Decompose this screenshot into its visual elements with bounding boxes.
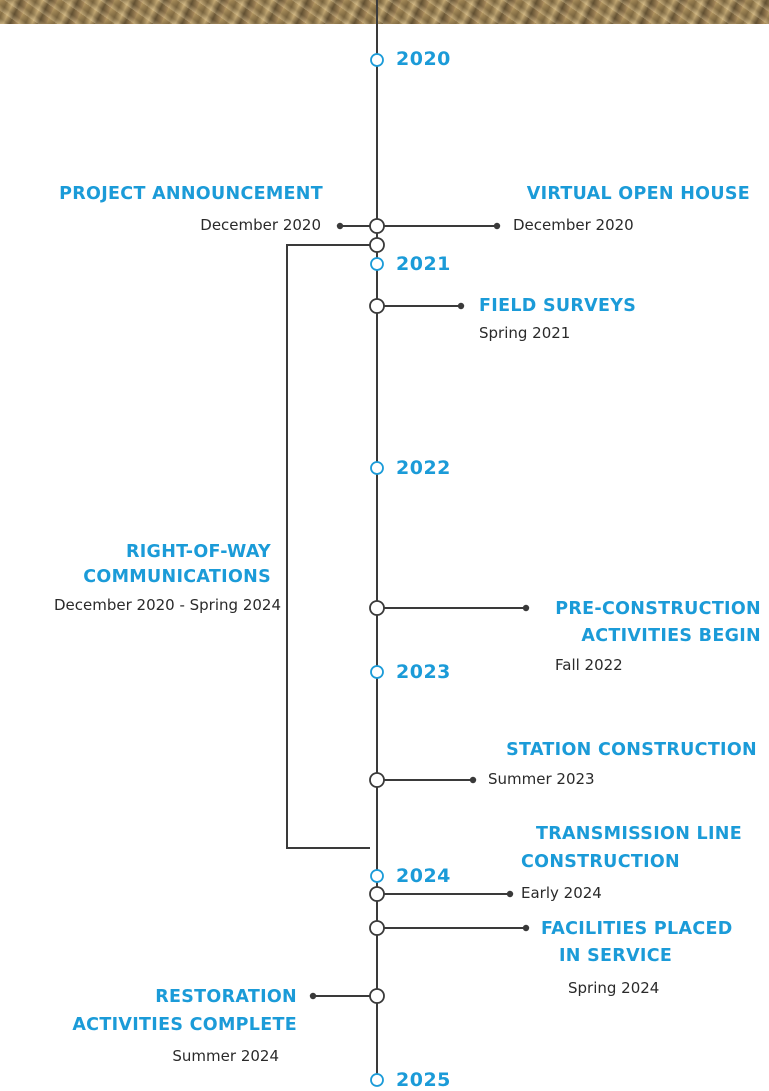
year-marker-2024 bbox=[370, 869, 384, 883]
year-marker-2025 bbox=[370, 1073, 384, 1087]
event-date-virtual-open-house: December 2020 bbox=[513, 216, 634, 234]
event-node-field-surveys bbox=[369, 298, 385, 314]
event-title-restoration-line2: ACTIVITIES COMPLETE bbox=[72, 1015, 297, 1035]
event-date-station-construction: Summer 2023 bbox=[488, 770, 595, 788]
year-marker-2022 bbox=[370, 461, 384, 475]
event-date-restoration: Summer 2024 bbox=[172, 1047, 279, 1065]
year-label-2025: 2025 bbox=[396, 1069, 451, 1091]
event-title-project-announcement: PROJECT ANNOUNCEMENT bbox=[59, 184, 323, 204]
event-title-pre-construction-line2: ACTIVITIES BEGIN bbox=[581, 626, 761, 646]
event-node-restoration bbox=[369, 988, 385, 1004]
event-date-facilities: Spring 2024 bbox=[568, 979, 660, 997]
dot-restoration bbox=[309, 992, 317, 1000]
event-title-facilities-line1: FACILITIES PLACED bbox=[541, 919, 733, 939]
event-date-transmission-line: Early 2024 bbox=[521, 884, 602, 902]
event-date-project-announcement: December 2020 bbox=[200, 216, 321, 234]
event-node-facilities-in-service bbox=[369, 920, 385, 936]
year-marker-2020 bbox=[370, 53, 384, 67]
event-date-pre-construction: Fall 2022 bbox=[555, 656, 623, 674]
event-date-field-surveys: Spring 2021 bbox=[479, 324, 571, 342]
year-label-2024: 2024 bbox=[396, 865, 451, 887]
event-title-transmission-line-line1: TRANSMISSION LINE bbox=[535, 824, 742, 844]
year-label-2021: 2021 bbox=[396, 253, 451, 275]
connector-right-of-way-bracket bbox=[286, 244, 370, 849]
event-title-virtual-open-house: VIRTUAL OPEN HOUSE bbox=[526, 184, 750, 204]
event-node-right-of-way-start bbox=[369, 237, 385, 253]
event-title-transmission-line-line2: CONSTRUCTION bbox=[521, 852, 681, 872]
dot-facilities-in-service bbox=[522, 924, 530, 932]
dot-station-construction bbox=[469, 776, 477, 784]
event-title-right-of-way-line2: COMMUNICATIONS bbox=[83, 567, 271, 587]
event-node-station-construction bbox=[369, 772, 385, 788]
event-node-pre-construction bbox=[369, 600, 385, 616]
dot-virtual-open-house bbox=[493, 222, 501, 230]
event-title-station-construction: STATION CONSTRUCTION bbox=[506, 740, 757, 760]
year-marker-2023 bbox=[370, 665, 384, 679]
event-node-transmission-line bbox=[369, 886, 385, 902]
dot-pre-construction bbox=[522, 604, 530, 612]
event-date-right-of-way: December 2020 - Spring 2024 bbox=[53, 596, 281, 614]
year-label-2023: 2023 bbox=[396, 661, 451, 683]
event-title-field-surveys: FIELD SURVEYS bbox=[479, 296, 637, 316]
header-photo-strip bbox=[0, 0, 769, 24]
year-marker-2021 bbox=[370, 257, 384, 271]
year-label-2020: 2020 bbox=[396, 48, 451, 70]
dot-project-announcement bbox=[336, 222, 344, 230]
event-title-restoration-line1: RESTORATION bbox=[155, 987, 297, 1007]
event-title-right-of-way-line1: RIGHT-OF-WAY bbox=[125, 542, 271, 562]
year-label-2022: 2022 bbox=[396, 457, 451, 479]
event-title-pre-construction-line1: PRE-CONSTRUCTION bbox=[555, 599, 761, 619]
dot-field-surveys bbox=[457, 302, 465, 310]
dot-transmission-line bbox=[506, 890, 514, 898]
event-node-announcement bbox=[369, 218, 385, 234]
event-title-facilities-line2: IN SERVICE bbox=[559, 946, 673, 966]
